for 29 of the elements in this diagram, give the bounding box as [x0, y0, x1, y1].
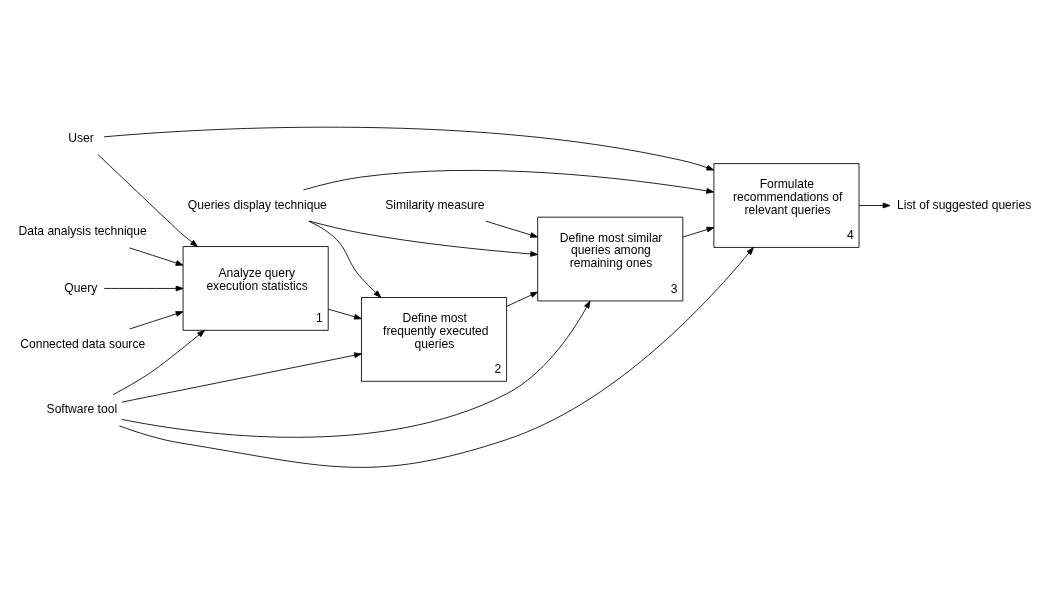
arrow — [308, 220, 382, 298]
arrow — [118, 246, 754, 468]
node-box: Define most frequently executed queries 2 — [361, 296, 507, 382]
arrow — [97, 153, 198, 247]
node-text: Software tool — [46, 401, 118, 416]
arrow — [112, 329, 205, 395]
arrow — [103, 126, 715, 171]
node-text: Connected data source — [20, 336, 146, 351]
arrow — [303, 169, 715, 194]
arrow — [506, 291, 539, 307]
node-box: Analyze query execution statistics 1 — [182, 245, 329, 331]
arrow — [327, 308, 362, 320]
node-text: Data analysis technique — [18, 223, 147, 238]
node-text: Query — [64, 280, 98, 295]
arrow — [129, 310, 184, 329]
arrow — [121, 351, 362, 403]
arrow — [121, 300, 591, 438]
arrow — [485, 220, 538, 238]
arrow — [129, 246, 184, 266]
node-text: User — [68, 130, 94, 145]
node-box: Define most similar queries among remaining ones 3 — [537, 216, 684, 301]
arrow — [858, 202, 891, 208]
arrow — [682, 226, 715, 237]
node-text: Similarity measure — [385, 197, 485, 212]
node-text: Queries display technique — [187, 197, 327, 212]
node-text: List of suggested queries — [897, 197, 1032, 212]
node-box: Formulate recommendations of relevant queries 4 — [713, 162, 860, 248]
arrow — [308, 220, 539, 257]
arrow — [103, 285, 184, 291]
